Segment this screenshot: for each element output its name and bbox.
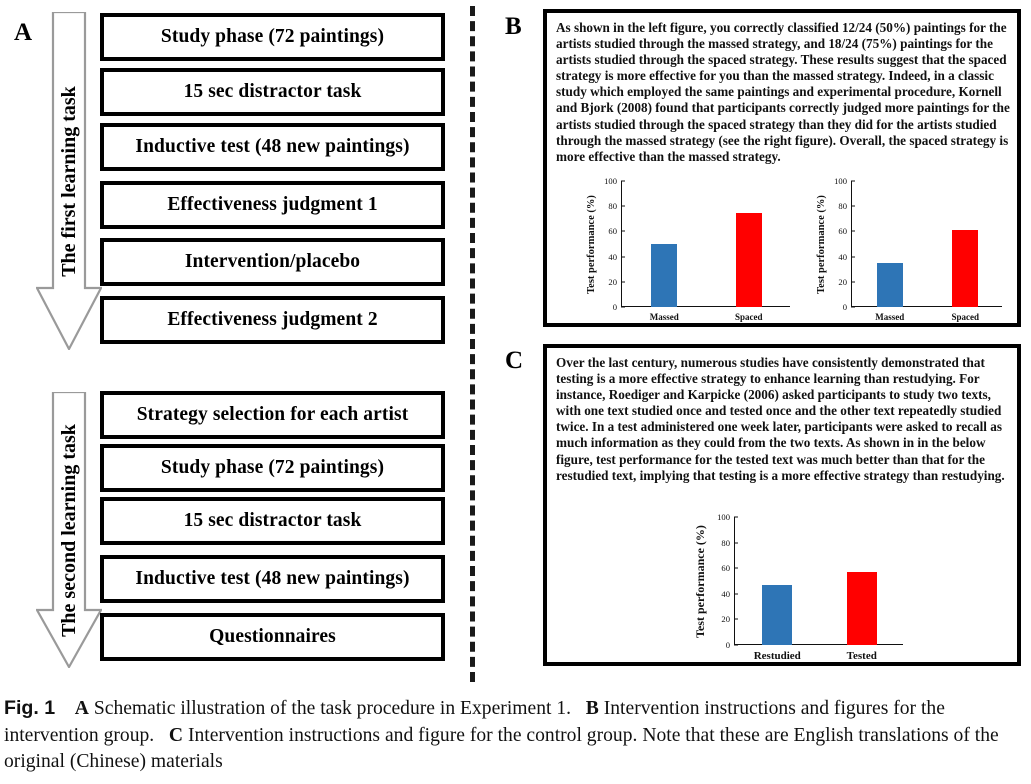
chart-c-xaxis <box>735 643 903 645</box>
panel-c-letter: C <box>505 347 524 374</box>
flow-step-box[interactable]: Study phase (72 paintings) <box>100 13 445 61</box>
chart-b-left-ylabel: Test performance (%) <box>585 194 597 294</box>
y-tick-label: 100 <box>834 176 847 186</box>
y-tick-mark <box>621 230 625 232</box>
y-tick-mark <box>851 180 855 182</box>
flow-step-box[interactable]: Strategy selection for each artist <box>100 391 445 439</box>
y-tick-mark <box>734 567 738 569</box>
chart-b-right-yticks: 0 20 40 60 80 100 <box>829 176 855 312</box>
y-tick-mark <box>851 230 855 232</box>
y-tick-label: 40 <box>721 588 730 599</box>
y-tick-mark <box>734 644 738 646</box>
caption-a-text: Schematic illustration of the task proce… <box>93 698 572 719</box>
panel-divider <box>470 6 475 682</box>
panel-b-box: As shown in the left figure, you correct… <box>543 9 1021 327</box>
y-tick-mark <box>851 256 855 258</box>
down-arrow-icon <box>36 392 102 668</box>
y-tick-mark <box>621 281 625 283</box>
chart-b-right-ylabel: Test performance (%) <box>815 194 827 294</box>
caption-a-mark: A <box>74 698 89 719</box>
chart-c-yticks: 0 20 40 60 80 100 <box>712 512 738 650</box>
y-tick-mark <box>734 516 738 518</box>
y-tick-label: 80 <box>838 201 847 212</box>
y-tick-label: 80 <box>721 537 730 548</box>
y-tick-label: 80 <box>608 201 617 212</box>
x-tick-label: Massed <box>875 312 905 322</box>
chart-b-left-yticks: 0 20 40 60 80 100 <box>599 176 625 312</box>
figure-caption: Fig. 1 A Schematic illustration of the t… <box>4 695 1027 776</box>
chart-b-right-xaxis <box>852 305 1002 307</box>
y-tick-label: 100 <box>717 512 730 522</box>
bar-massed <box>651 244 678 307</box>
caption-b-mark: B <box>585 698 599 719</box>
x-tick-label: Tested <box>846 650 877 662</box>
panel-b-body: As shown in the left figure, you correct… <box>556 20 1010 164</box>
y-tick-mark <box>621 256 625 258</box>
y-tick-label: 20 <box>838 276 847 287</box>
y-tick-label: 60 <box>721 563 730 574</box>
first-learning-task-arrow: The first learning task <box>36 12 102 350</box>
caption-c-text: Intervention instructions and figure for… <box>4 724 999 773</box>
y-tick-label: 60 <box>608 226 617 237</box>
down-arrow-icon <box>36 12 102 350</box>
y-tick-label: 60 <box>838 226 847 237</box>
y-tick-label: 20 <box>608 276 617 287</box>
y-tick-mark <box>851 306 855 308</box>
chart-b-left-plot: Massed Spaced <box>621 181 790 322</box>
y-tick-mark <box>734 618 738 620</box>
bar-spaced <box>952 230 979 307</box>
x-tick-label: Spaced <box>951 312 980 322</box>
chart-b-left: Test performance (%) 0 20 40 60 80 100 Massed… <box>567 176 790 322</box>
y-tick-mark <box>734 542 738 544</box>
y-tick-label: 40 <box>608 251 617 262</box>
flow-step-box[interactable]: Questionnaires <box>100 613 445 661</box>
flow-step-box[interactable]: 15 sec distractor task <box>100 68 445 116</box>
flow-step-box[interactable]: Effectiveness judgment 1 <box>100 181 445 229</box>
caption-c-mark: C <box>168 724 184 746</box>
flow-step-box[interactable]: Effectiveness judgment 2 <box>100 296 445 344</box>
x-tick-label: Massed <box>649 312 679 322</box>
chart-b-right: Test performance (%) 0 20 40 60 80 100 Massed… <box>797 176 1019 322</box>
flow-step-box[interactable]: Intervention/placebo <box>100 238 445 286</box>
flow-step-box[interactable]: Inductive test (48 new paintings) <box>100 555 445 603</box>
chart-b-left-xaxis <box>622 305 790 307</box>
panel-a-letter: A <box>14 19 33 46</box>
y-tick-label: 40 <box>838 251 847 262</box>
y-tick-label: 0 <box>612 302 617 312</box>
panel-b-letter: B <box>505 13 522 40</box>
panel-c-body: Over the last century, numerous studies … <box>556 355 1005 483</box>
x-tick-label: Spaced <box>734 312 763 322</box>
chart-c: Test performance (%) 0 20 40 60 80 100 Restud… <box>692 512 942 663</box>
bar-massed <box>876 262 903 307</box>
second-learning-task-arrow: The second learning task <box>36 392 102 668</box>
flow-step-box[interactable]: Study phase (72 paintings) <box>100 444 445 492</box>
flow-step-box[interactable]: Inductive test (48 new paintings) <box>100 123 445 171</box>
caption-b-text: Intervention instructions and figures fo… <box>4 698 945 746</box>
flow-step-box[interactable]: 15 sec distractor task <box>100 497 445 545</box>
y-tick-label: 20 <box>721 614 730 625</box>
chart-c-ylabel: Test performance (%) <box>692 524 707 638</box>
bar-spaced <box>735 212 762 307</box>
bar-tested <box>846 572 877 645</box>
y-tick-label: 0 <box>725 640 730 650</box>
caption-fig-label: Fig. 1 <box>4 697 56 719</box>
second-learning-task-label: The second learning task <box>57 423 80 637</box>
y-tick-mark <box>621 205 625 207</box>
y-tick-mark <box>851 205 855 207</box>
y-tick-mark <box>851 281 855 283</box>
y-tick-label: 100 <box>604 176 617 186</box>
panel-a: A The first learning task Study phase (7… <box>0 0 470 690</box>
chart-b-right-plot: Massed Spaced <box>851 181 1002 322</box>
arrow-label-wrap: The first learning task <box>36 12 102 350</box>
y-tick-label: 0 <box>842 302 847 312</box>
panel-c-box: Over the last century, numerous studies … <box>543 344 1021 666</box>
y-tick-mark <box>621 180 625 182</box>
x-tick-label: Restudied <box>753 650 801 662</box>
y-tick-mark <box>621 306 625 308</box>
bar-restudied <box>762 584 793 645</box>
chart-c-plot: Restudied Tested <box>734 517 903 662</box>
first-learning-task-label: The first learning task <box>57 85 80 277</box>
arrow-label-wrap: The second learning task <box>36 392 102 668</box>
y-tick-mark <box>734 593 738 595</box>
